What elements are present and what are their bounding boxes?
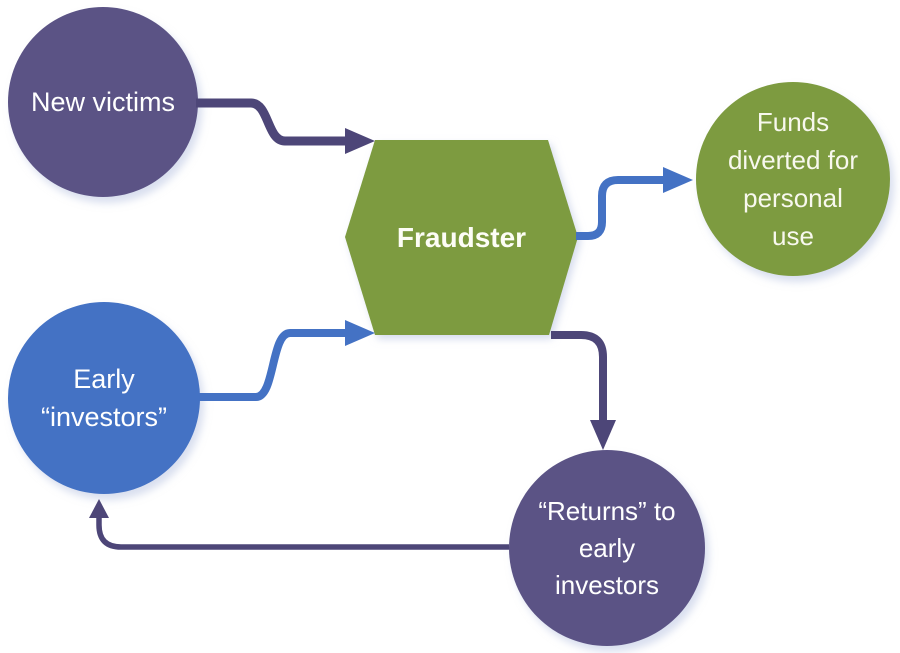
node-funds-diverted-label-line3: personal xyxy=(743,183,843,213)
node-funds-diverted-label-line2: diverted for xyxy=(727,145,859,175)
node-returns-label-line3: investors xyxy=(554,569,660,600)
edge-early-investors-to-fraudster xyxy=(196,320,375,401)
node-new-victims-label: New victims xyxy=(30,86,175,117)
node-returns-label-line2: early xyxy=(578,532,636,563)
node-early-investors-label-line1: Early xyxy=(73,364,135,394)
edge-new-victims-to-fraudster xyxy=(196,98,375,154)
node-fraudster: Fraudster xyxy=(345,140,578,335)
node-returns: “Returns” to early investors xyxy=(509,450,705,646)
edge-fraudster-to-funds-diverted xyxy=(576,167,693,240)
fraudster-hexagon-shape: Fraudster xyxy=(345,140,578,335)
edge-returns-to-early-investors xyxy=(89,499,509,550)
edge-fraudster-to-returns xyxy=(551,331,616,450)
node-early-investors: Early “investors” xyxy=(8,302,200,494)
node-funds-diverted: Funds diverted for personal use xyxy=(696,82,890,276)
node-early-investors-label-line2: “investors” xyxy=(40,402,168,432)
node-returns-label-line1: “Returns” to xyxy=(538,495,676,526)
node-funds-diverted-label-line1: Funds xyxy=(756,107,830,137)
node-new-victims: New victims xyxy=(8,7,198,197)
node-fraudster-label: Fraudster xyxy=(396,221,527,253)
node-funds-diverted-label-line4: use xyxy=(772,221,814,251)
